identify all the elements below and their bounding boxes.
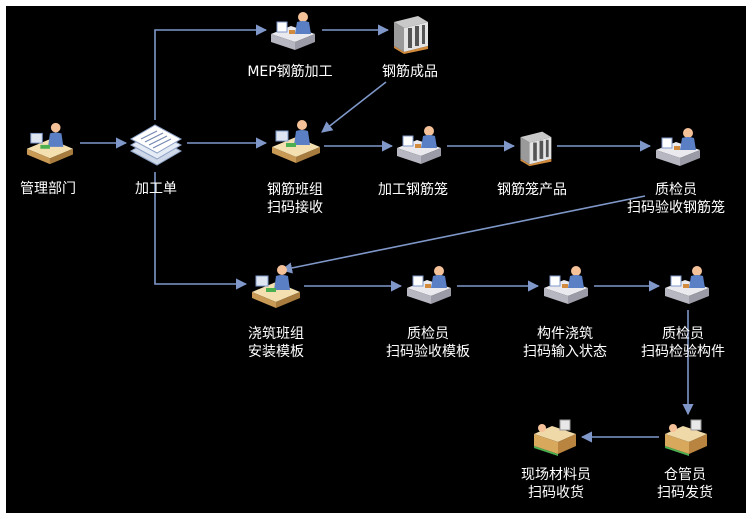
label-line: 质检员	[655, 182, 697, 198]
worker-machine-icon	[661, 264, 713, 310]
node-label: 仓管员扫码发货	[657, 466, 713, 502]
label-line: 扫码接收	[267, 200, 323, 216]
node-label: 浇筑班组安装模板	[248, 325, 304, 361]
label-line: 扫码发货	[657, 485, 713, 501]
worker-machine-icon	[540, 264, 592, 310]
steel-cabinet-icon	[515, 128, 555, 172]
label-line: 安装模板	[248, 344, 304, 360]
label-line: 加工钢筋笼	[378, 182, 448, 198]
label-line: 加工单	[135, 181, 177, 197]
node-label: 管理部门	[20, 180, 76, 198]
label-line: 钢筋成品	[382, 64, 438, 80]
label-line: 扫码验收模板	[386, 344, 470, 360]
node-label: 钢筋成品	[382, 63, 438, 81]
label-line: MEP钢筋加工	[247, 64, 333, 80]
node-label: MEP钢筋加工	[247, 63, 332, 81]
label-line: 扫码检验构件	[641, 344, 725, 360]
label-line: 扫码验收钢筋笼	[627, 200, 725, 216]
label-line: 钢筋班组	[267, 182, 323, 198]
node-label: 质检员扫码检验构件	[641, 325, 725, 361]
worker-desk-icon	[248, 261, 302, 315]
label-line: 管理部门	[20, 181, 76, 197]
warehouse-boxes-icon	[530, 416, 580, 460]
node-label: 加工钢筋笼	[378, 181, 448, 199]
label-line: 质检员	[662, 326, 704, 342]
label-line: 现场材料员	[521, 467, 591, 483]
label-line: 扫码输入状态	[523, 344, 607, 360]
worker-desk-icon	[22, 120, 76, 170]
node-label: 加工单	[135, 180, 177, 198]
label-line: 钢筋笼产品	[497, 182, 567, 198]
steel-cabinet-icon	[388, 14, 432, 58]
worker-machine-icon	[403, 264, 455, 310]
label-line: 构件浇筑	[537, 326, 593, 342]
node-label: 质检员扫码验收钢筋笼	[627, 181, 725, 217]
warehouse-boxes-icon	[661, 416, 711, 460]
node-label: 质检员扫码验收模板	[386, 325, 470, 361]
diagram-canvas	[6, 6, 746, 513]
node-label: 构件浇筑扫码输入状态	[523, 325, 607, 361]
label-line: 浇筑班组	[248, 326, 304, 342]
worker-desk-icon	[268, 116, 322, 170]
label-line: 仓管员	[664, 467, 706, 483]
document-stack-icon	[127, 121, 185, 175]
node-label: 钢筋笼产品	[497, 181, 567, 199]
node-label: 现场材料员扫码收货	[521, 466, 591, 502]
worker-machine-icon	[393, 124, 445, 170]
worker-machine-icon	[652, 126, 704, 172]
node-label: 钢筋班组扫码接收	[267, 181, 323, 217]
label-line: 质检员	[407, 326, 449, 342]
worker-machine-icon	[266, 10, 320, 56]
label-line: 扫码收货	[528, 485, 584, 501]
